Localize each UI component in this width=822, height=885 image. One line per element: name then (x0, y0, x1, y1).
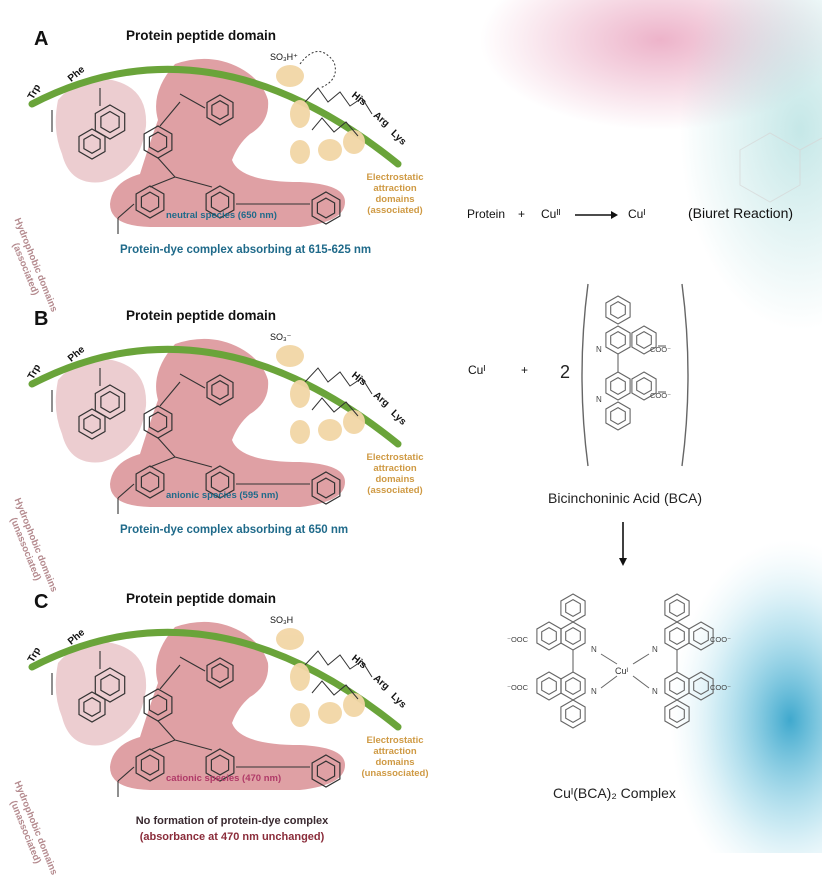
panel-letter: B (34, 308, 49, 330)
electrostatic-label-line: Electrostatic (366, 452, 424, 463)
complex-coo-left-top: ⁻OOC (507, 635, 529, 644)
electrostatic-label-line: (unassociated) (361, 768, 429, 779)
electrostatic-label-line: attraction (373, 746, 417, 757)
bca-coefficient: 2 (560, 362, 571, 382)
domain-title: Protein peptide domain (126, 591, 277, 606)
complex-structure: Cuᴵ N N N N ⁻OOC ⁻OOC COO⁻ COO⁻ (507, 593, 731, 729)
bca-n-top: N (596, 345, 602, 354)
biuret-label: (Biuret Reaction) (688, 205, 794, 221)
bca-name: Bicinchoninic Acid (BCA) (548, 490, 703, 506)
protein-backbone-arc (28, 345, 402, 448)
complex-n-4: N (652, 687, 658, 696)
species-label: anionic species (595 nm) (166, 490, 279, 501)
bca-plus: + (521, 363, 529, 377)
complex-caption-line2: (absorbance at 470 nm unchanged) (139, 831, 325, 843)
panel-diagram (28, 621, 402, 797)
electrostatic-label-line: (associated) (367, 205, 423, 216)
domain-title: Protein peptide domain (126, 28, 277, 43)
complex-cu: Cuᴵ (615, 666, 629, 676)
panel-diagram (28, 51, 402, 234)
complex-caption: Protein-dye complex absorbing at 615-625… (120, 244, 372, 256)
sulfonate-label: SO₃H (270, 615, 294, 625)
bca-cu-i: Cuᴵ (468, 363, 486, 377)
bca-n-bottom: N (596, 395, 602, 404)
complex-caption: Protein-dye complex absorbing at 650 nm (120, 524, 349, 536)
hydrophobic-domain-region (55, 78, 147, 183)
complex-caption-line1: No formation of protein-dye complex (135, 815, 329, 827)
dye-molecule-region (110, 621, 345, 790)
complex-n-1: N (591, 645, 597, 654)
electrostatic-label-line: domains (375, 474, 415, 485)
sulfonate-label: SO₃H⁺ (270, 52, 298, 62)
biuret-cu-i: Cuᴵ (628, 207, 646, 221)
complex-coo-right-bottom: COO⁻ (710, 683, 731, 692)
bca-structure: N N COO⁻ COO⁻ (581, 283, 689, 467)
down-arrow (619, 522, 627, 566)
complex-name: Cuᴵ(BCA)₂ Complex (553, 785, 676, 801)
electrostatic-label-line: domains (375, 757, 415, 768)
electrostatic-label-line: Electrostatic (366, 735, 424, 746)
domain-title: Protein peptide domain (126, 308, 277, 323)
dye-molecule-region (110, 338, 345, 507)
panel-letter: C (34, 591, 49, 613)
complex-coo-right-top: COO⁻ (710, 635, 731, 644)
electrostatic-label-line: domains (375, 194, 415, 205)
bca-coo-bottom: COO⁻ (650, 391, 671, 400)
hydrophobic-domain-region (55, 358, 147, 463)
electrostatic-label-line: attraction (373, 463, 417, 474)
biuret-protein: Protein (467, 207, 506, 221)
biuret-arrow (575, 211, 618, 219)
biuret-plus: + (518, 207, 526, 221)
complex-coo-left-bottom: ⁻OOC (507, 683, 529, 692)
dye-molecule-region (110, 58, 345, 227)
electrostatic-label-line: (associated) (367, 485, 423, 496)
species-label: cationic species (470 nm) (166, 773, 282, 784)
biuret-cu-ii: Cuᴵᴵ (541, 207, 561, 221)
complex-n-2: N (591, 687, 597, 696)
protein-backbone-arc (28, 65, 402, 168)
complex-n-3: N (652, 645, 658, 654)
bca-coo-top: COO⁻ (650, 345, 671, 354)
electrostatic-label-line: attraction (373, 183, 417, 194)
background-decoration (480, 0, 822, 853)
hydrophobic-domain-region (55, 641, 147, 746)
protein-backbone-arc (28, 628, 402, 731)
electrostatic-label-line: Electrostatic (366, 172, 424, 183)
panel-letter: A (34, 28, 49, 50)
panel-diagram (28, 338, 402, 514)
species-label: neutral species (650 nm) (166, 210, 277, 221)
sulfonate-label: SO₃⁻ (270, 332, 292, 342)
